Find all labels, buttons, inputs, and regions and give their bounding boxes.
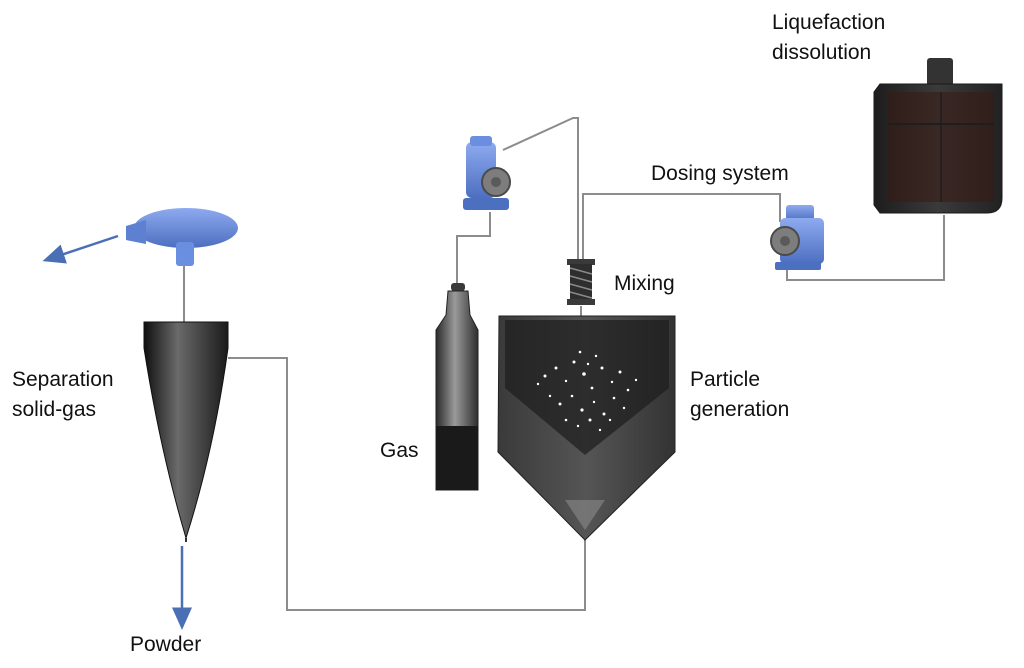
label-mixing: Mixing [614, 272, 675, 295]
label-particle-generation: Particle generation [690, 367, 789, 423]
label-separation-line2: solid-gas [12, 398, 97, 421]
label-liquefaction-line2: dissolution [772, 41, 872, 64]
piping [183, 117, 945, 611]
exhaust-arrow [42, 234, 119, 264]
cyclone-separator [143, 321, 229, 542]
gas-pump-icon [463, 136, 511, 210]
label-liquefaction-line1: Liquefaction [772, 11, 886, 34]
particle-spray [536, 350, 638, 432]
static-mixer-icon [567, 259, 595, 305]
label-particle-line2: generation [690, 398, 790, 421]
pipe-vessel-to-cyclone [228, 357, 586, 611]
pipe-tank-to-dosing-pump [786, 215, 945, 281]
label-separation: Separation solid-gas [12, 367, 114, 423]
label-particle-line1: Particle [690, 368, 761, 391]
label-powder: Powder [130, 633, 202, 656]
blower-fan-icon [126, 208, 238, 266]
label-dosing-system: Dosing system [651, 162, 789, 185]
liquefaction-tank [873, 58, 1003, 214]
gas-bottle [435, 283, 479, 491]
dosing-pump-icon [770, 205, 824, 270]
particle-generation-vessel [497, 315, 676, 541]
label-gas: Gas [380, 439, 419, 462]
pipe-gas-pump-to-mixer [502, 117, 579, 262]
label-liquefaction: Liquefaction dissolution [772, 10, 885, 66]
label-separation-line1: Separation [12, 368, 114, 391]
pipe-gas-to-pump [456, 212, 491, 286]
pipe-dosing-pump-to-mixer [582, 193, 781, 262]
